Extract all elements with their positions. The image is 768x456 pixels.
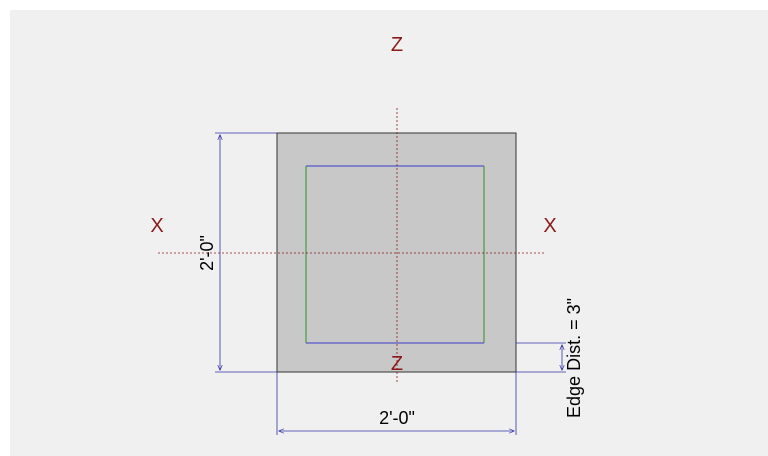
x-axis-label-left: X [150,215,163,237]
height-dimension: 2'-0" [197,132,277,373]
height-dimension-label: 2'-0" [197,235,217,271]
x-axis-label-right: X [543,215,556,237]
width-dimension-label: 2'-0" [379,408,415,428]
edge-distance-dimension: Edge Dist. = 3" [516,298,584,418]
concrete-section [276,132,517,373]
edge-distance-label: Edge Dist. = 3" [564,298,584,418]
width-dimension: 2'-0" [276,372,517,435]
rebar-outline [305,165,485,344]
z-axis-label-bottom: Z [391,353,403,375]
z-axis-label-top: Z [391,34,403,56]
